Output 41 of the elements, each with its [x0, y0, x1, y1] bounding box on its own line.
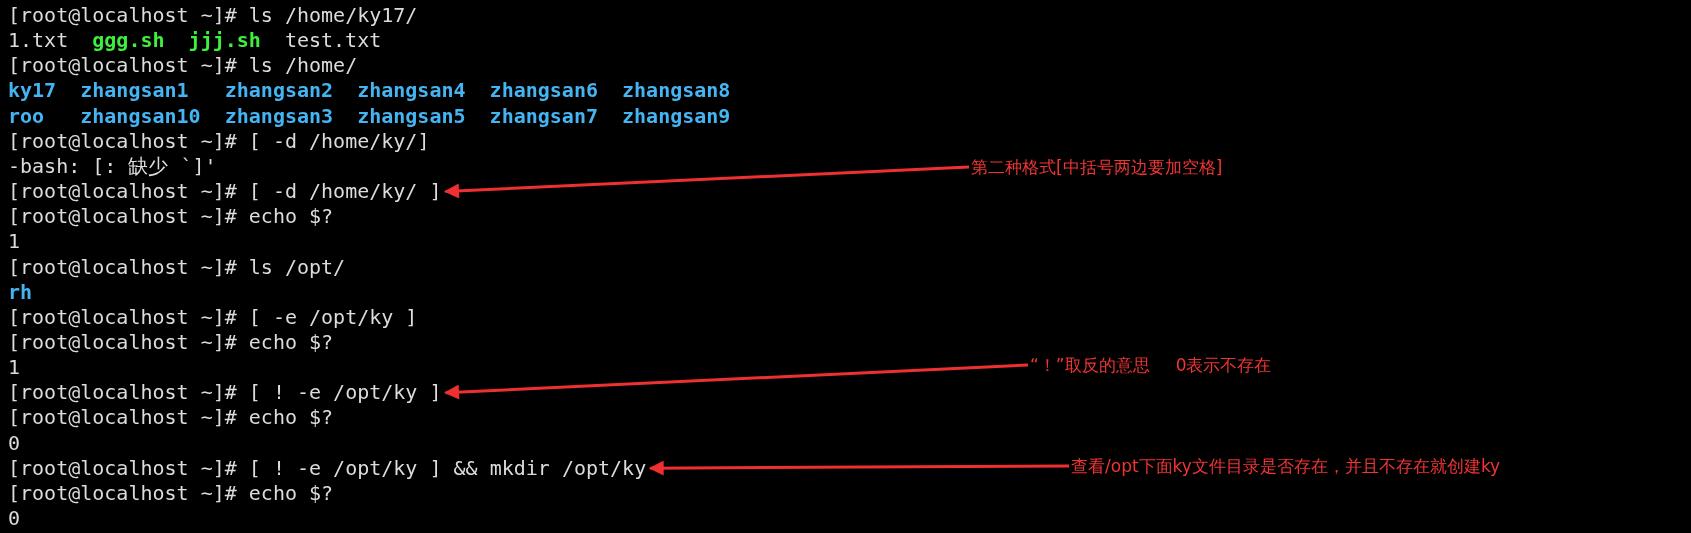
directory-name: zhangsan4: [357, 78, 466, 104]
terminal-line: 1.txt: [8, 28, 69, 54]
annotation-text: 0表示不存在: [1175, 354, 1272, 377]
directory-name: zhangsan9: [622, 103, 731, 129]
annotation-text: 第二种格式[中括号两边要加空格]: [971, 156, 1223, 179]
terminal-line: [root@localhost ~]# [ -d /home/ky/]: [8, 128, 430, 154]
directory-name: zhangsan6: [489, 78, 598, 104]
directory-name: zhangsan8: [622, 78, 731, 104]
terminal-line: [root@localhost ~]# echo $?: [8, 329, 334, 355]
arrow: [444, 165, 970, 199]
arrow: [444, 363, 1029, 400]
directory-name: zhangsan7: [489, 103, 598, 129]
executable-file-name: ggg.sh: [92, 28, 165, 54]
annotation-text: “！”取反的意思: [1030, 354, 1150, 377]
terminal-line: [root@localhost ~]# echo $?: [8, 405, 334, 431]
executable-file-name: jjj.sh: [188, 28, 261, 54]
terminal-line: 0: [8, 506, 21, 531]
terminal-line: [root@localhost ~]# echo $?: [8, 204, 334, 230]
directory-name: zhangsan3: [224, 103, 334, 129]
terminal-line: [root@localhost ~]# [ ! -e /opt/ky ] && mkdir /opt/ky: [8, 455, 647, 481]
terminal-line: -bash: [: 缺少 `]': [8, 153, 217, 179]
terminal-line: [root@localhost ~]# [ -d /home/ky/ ]: [8, 179, 442, 205]
directory-name: rh: [8, 279, 33, 305]
terminal-line: [root@localhost ~]# ls /home/: [8, 53, 358, 79]
directory-name: zhangsan5: [357, 103, 466, 129]
annotation-text: 查看/opt下面ky文件目录是否存在，并且不存在就创建ky: [1071, 455, 1501, 478]
directory-name: zhangsan10: [80, 103, 201, 129]
terminal-line: [root@localhost ~]# ls /opt/: [8, 254, 346, 280]
terminal-line: 0: [8, 430, 21, 456]
directory-name: roo: [8, 103, 45, 129]
directory-name: zhangsan1: [80, 78, 189, 104]
terminal-line: 1: [8, 355, 21, 381]
terminal-line: test.txt: [284, 28, 382, 54]
terminal-line: [root@localhost ~]# [ ! -e /opt/ky ]: [8, 380, 442, 406]
directory-name: ky17: [8, 78, 57, 104]
terminal-line: [root@localhost ~]# ls /home/ky17/: [8, 3, 418, 28]
arrow: [648, 460, 1069, 476]
terminal-line: [root@localhost ~]# [ -e /opt/ky ]: [8, 304, 418, 330]
terminal-line: [root@localhost ~]# echo $?: [8, 480, 334, 506]
terminal-line: 1: [8, 229, 21, 255]
directory-name: zhangsan2: [224, 78, 334, 104]
